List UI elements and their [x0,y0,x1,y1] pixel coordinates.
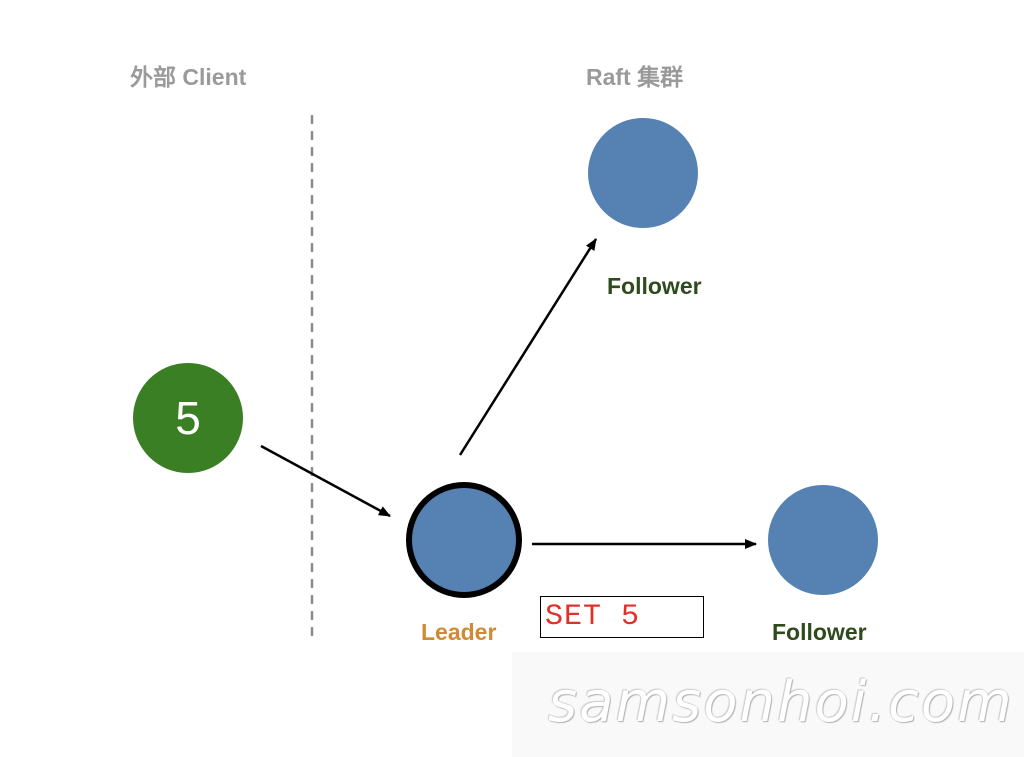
cluster-section-label: Raft 集群 [586,64,684,90]
client-to-leader-arrow [260,444,391,518]
watermark: samsonhoi.com [548,670,1014,735]
client-value: 5 [175,392,201,444]
log-entry-text: SET 5 [545,600,641,634]
client-section-label: 外部 Client [130,64,247,90]
follower-node-right [768,485,878,595]
log-entry-box: SET 5 [540,596,704,638]
follower-right-label: Follower [772,619,867,645]
client-node [133,363,243,473]
leader-label: Leader [421,619,497,645]
leader-to-follower-top-arrow [458,238,598,456]
follower-top-label: Follower [607,273,702,299]
watermark-background [512,652,1024,757]
follower-node-top [588,118,698,228]
leader-node [406,482,522,598]
